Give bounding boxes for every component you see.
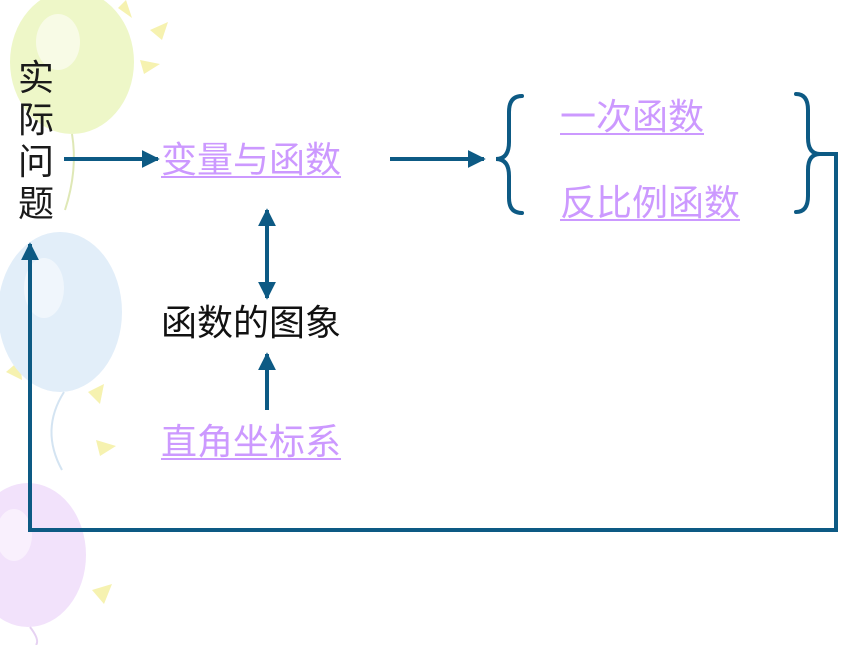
variables-and-functions-link[interactable]: 变量与函数 [161, 140, 342, 181]
green-balloon-icon [10, 0, 134, 211]
function-graph-label: 函数的图象 [161, 303, 342, 344]
feedback-loop-line [21, 152, 838, 532]
inverse-proportion-link[interactable]: 反比例函数 [560, 183, 741, 224]
purple-balloon-icon [0, 483, 86, 645]
right-brace [794, 92, 821, 214]
practical-problem-label: 实际问题 [17, 58, 54, 225]
cartesian-coordinates-link[interactable]: 直角坐标系 [161, 422, 342, 463]
left-brace [495, 94, 524, 215]
yellow-sun-rays-icon [6, 0, 168, 604]
linear-function-link[interactable]: 一次函数 [560, 97, 705, 138]
